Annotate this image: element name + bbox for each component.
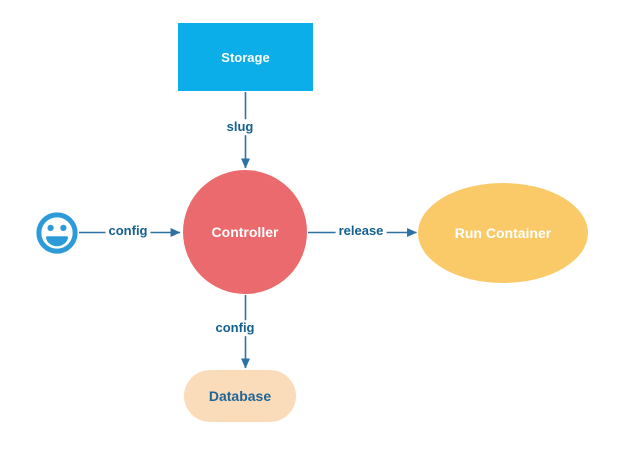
edge-label-config-left[interactable]: config [105, 223, 151, 239]
node-database-label: Database [208, 388, 272, 404]
edge-label-release[interactable]: release [335, 223, 387, 239]
edge-label-slug[interactable]: slug [223, 119, 257, 135]
node-user[interactable] [36, 212, 78, 254]
smiley-face-icon [36, 212, 78, 254]
node-controller-label: Controller [211, 224, 279, 240]
smiley-mouth [46, 236, 68, 247]
edge-label-config-bottom[interactable]: config [212, 320, 258, 336]
node-storage[interactable]: Storage [178, 23, 313, 91]
node-controller[interactable]: Controller [183, 170, 307, 294]
smiley-left-eye [47, 224, 54, 231]
node-database[interactable]: Database [184, 370, 296, 422]
node-storage-label: Storage [221, 49, 270, 65]
node-run-container-label: Run Container [454, 225, 552, 241]
node-run-container[interactable]: Run Container [418, 183, 588, 283]
smiley-right-eye [60, 224, 67, 231]
